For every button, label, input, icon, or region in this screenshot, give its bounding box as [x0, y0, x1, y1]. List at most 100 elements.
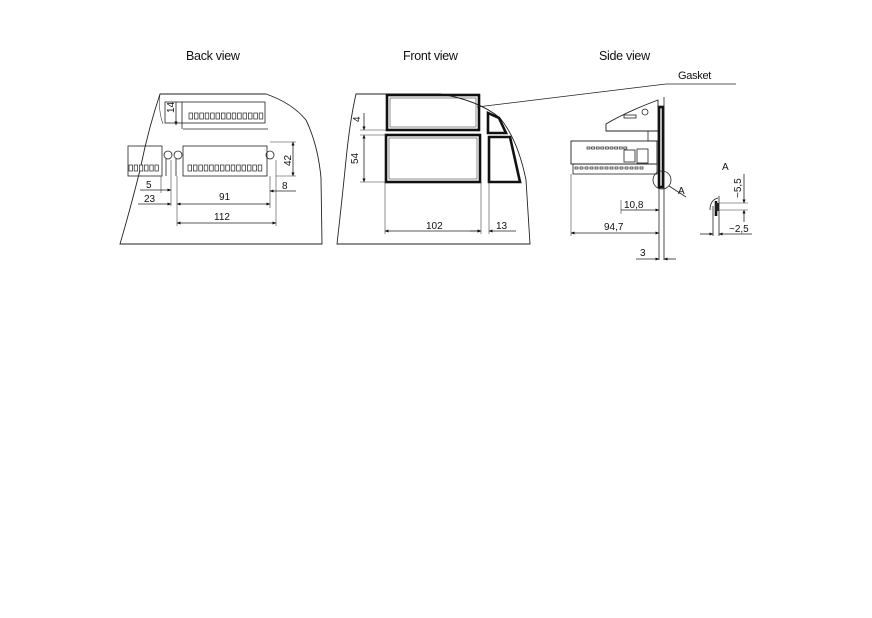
terminal-pin — [579, 166, 584, 170]
detail-gasket-curve — [709, 197, 719, 211]
detail-a-title: A — [722, 162, 729, 173]
terminal-pin — [252, 164, 257, 172]
terminal-pin — [624, 166, 629, 170]
detail-a-view: A ~5,5 ~2,5 — [700, 162, 752, 236]
mounting-clip-mid — [173, 150, 183, 160]
terminal-pin — [139, 164, 144, 172]
device-lower-section — [572, 163, 658, 175]
back-view: Back view 14 42 5 23 91 — [119, 49, 323, 245]
gasket-label: Gasket — [678, 70, 711, 82]
terminal-pin — [600, 146, 605, 150]
terminal-pin — [221, 112, 226, 120]
terminal-pin — [236, 164, 241, 172]
detail-a-leader — [668, 185, 687, 198]
adjacent-window-main — [487, 135, 522, 184]
main-terminal-pins — [187, 164, 263, 172]
terminal-pin — [248, 112, 253, 120]
terminal-pin — [584, 166, 589, 170]
terminal-pin — [639, 166, 644, 170]
detail-a-marker: A — [678, 186, 685, 197]
terminal-pin — [614, 146, 618, 150]
back-view-title: Back view — [186, 49, 241, 63]
side-slot — [623, 114, 637, 119]
mounting-clip-right — [265, 150, 275, 160]
dim-54: 54 — [350, 152, 361, 164]
terminal-pin — [594, 166, 599, 170]
upper-terminal-pins — [188, 112, 264, 120]
terminal-pin — [609, 166, 614, 170]
side-terminal-dots — [574, 146, 644, 170]
terminal-pin — [203, 164, 209, 172]
dim-3: 3 — [640, 248, 646, 259]
dim-42: 42 — [283, 154, 294, 166]
terminal-pin — [226, 112, 231, 120]
terminal-pin — [586, 146, 591, 150]
device-terminal-section — [570, 140, 658, 165]
adjacent-window-top — [486, 110, 509, 135]
terminal-pin — [230, 164, 236, 172]
terminal-pin — [614, 166, 619, 170]
dim-5-5: ~5,5 — [733, 178, 744, 198]
terminal-pin — [149, 164, 154, 172]
terminal-pin — [215, 112, 220, 120]
terminal-pin — [209, 164, 214, 172]
terminal-pin — [604, 166, 609, 170]
terminal-pin — [214, 164, 219, 172]
display-window-main-inner — [388, 137, 478, 180]
terminal-pin — [595, 146, 600, 150]
terminal-pin — [609, 146, 614, 150]
terminal-pin — [225, 164, 230, 172]
terminal-pin — [619, 166, 624, 170]
dim-112: 112 — [214, 212, 230, 223]
terminal-pin — [247, 164, 252, 172]
terminal-pin — [241, 164, 246, 172]
terminal-pin — [210, 112, 215, 120]
dim-23: 23 — [144, 194, 156, 205]
terminal-pin — [231, 112, 237, 120]
terminal-pin — [605, 146, 609, 150]
upper-terminal-block — [164, 101, 266, 124]
side-view-title: Side view — [599, 49, 651, 63]
terminal-pin — [133, 164, 138, 172]
terminal-pin — [199, 112, 204, 120]
terminal-pin — [618, 146, 623, 150]
dim-4: 4 — [352, 116, 363, 122]
gasket-leader-line — [476, 83, 667, 108]
terminal-pin — [188, 112, 193, 120]
detail-a-circle — [652, 170, 672, 190]
mounting-bracket — [647, 130, 659, 142]
dim-94-7: 94,7 — [604, 222, 624, 233]
terminal-pin — [589, 166, 594, 170]
terminal-pin — [193, 164, 198, 172]
terminal-pin — [634, 166, 639, 170]
detail-gasket — [715, 203, 719, 211]
connector-latch — [636, 148, 649, 164]
terminal-pin — [623, 146, 628, 150]
panel-section — [657, 105, 665, 189]
dim-91: 91 — [219, 192, 231, 203]
screw-hole — [641, 108, 649, 116]
terminal-pin — [144, 164, 149, 172]
terminal-pin — [253, 112, 258, 120]
terminal-pin — [258, 112, 264, 120]
terminal-pin — [257, 164, 263, 172]
display-window-main — [384, 133, 482, 184]
dim-14: 14 — [166, 101, 177, 113]
terminal-pin — [154, 164, 159, 172]
terminal-pin — [237, 112, 242, 120]
side-view: Side view Gasket A 10,8 94,7 3 — [476, 49, 736, 261]
dim-2-5: ~2,5 — [729, 224, 749, 235]
front-view: Front view 4 54 102 13 — [336, 49, 531, 245]
display-window-top-inner — [389, 97, 477, 128]
dim-8: 8 — [282, 181, 288, 192]
left-terminal-block — [127, 145, 163, 177]
terminal-pin — [198, 164, 203, 172]
terminal-pin — [574, 166, 579, 170]
back-view-edge — [159, 93, 164, 125]
dim-13: 13 — [496, 221, 508, 232]
terminal-pin — [242, 112, 247, 120]
main-terminal-block — [182, 145, 268, 177]
front-view-title: Front view — [403, 49, 459, 63]
